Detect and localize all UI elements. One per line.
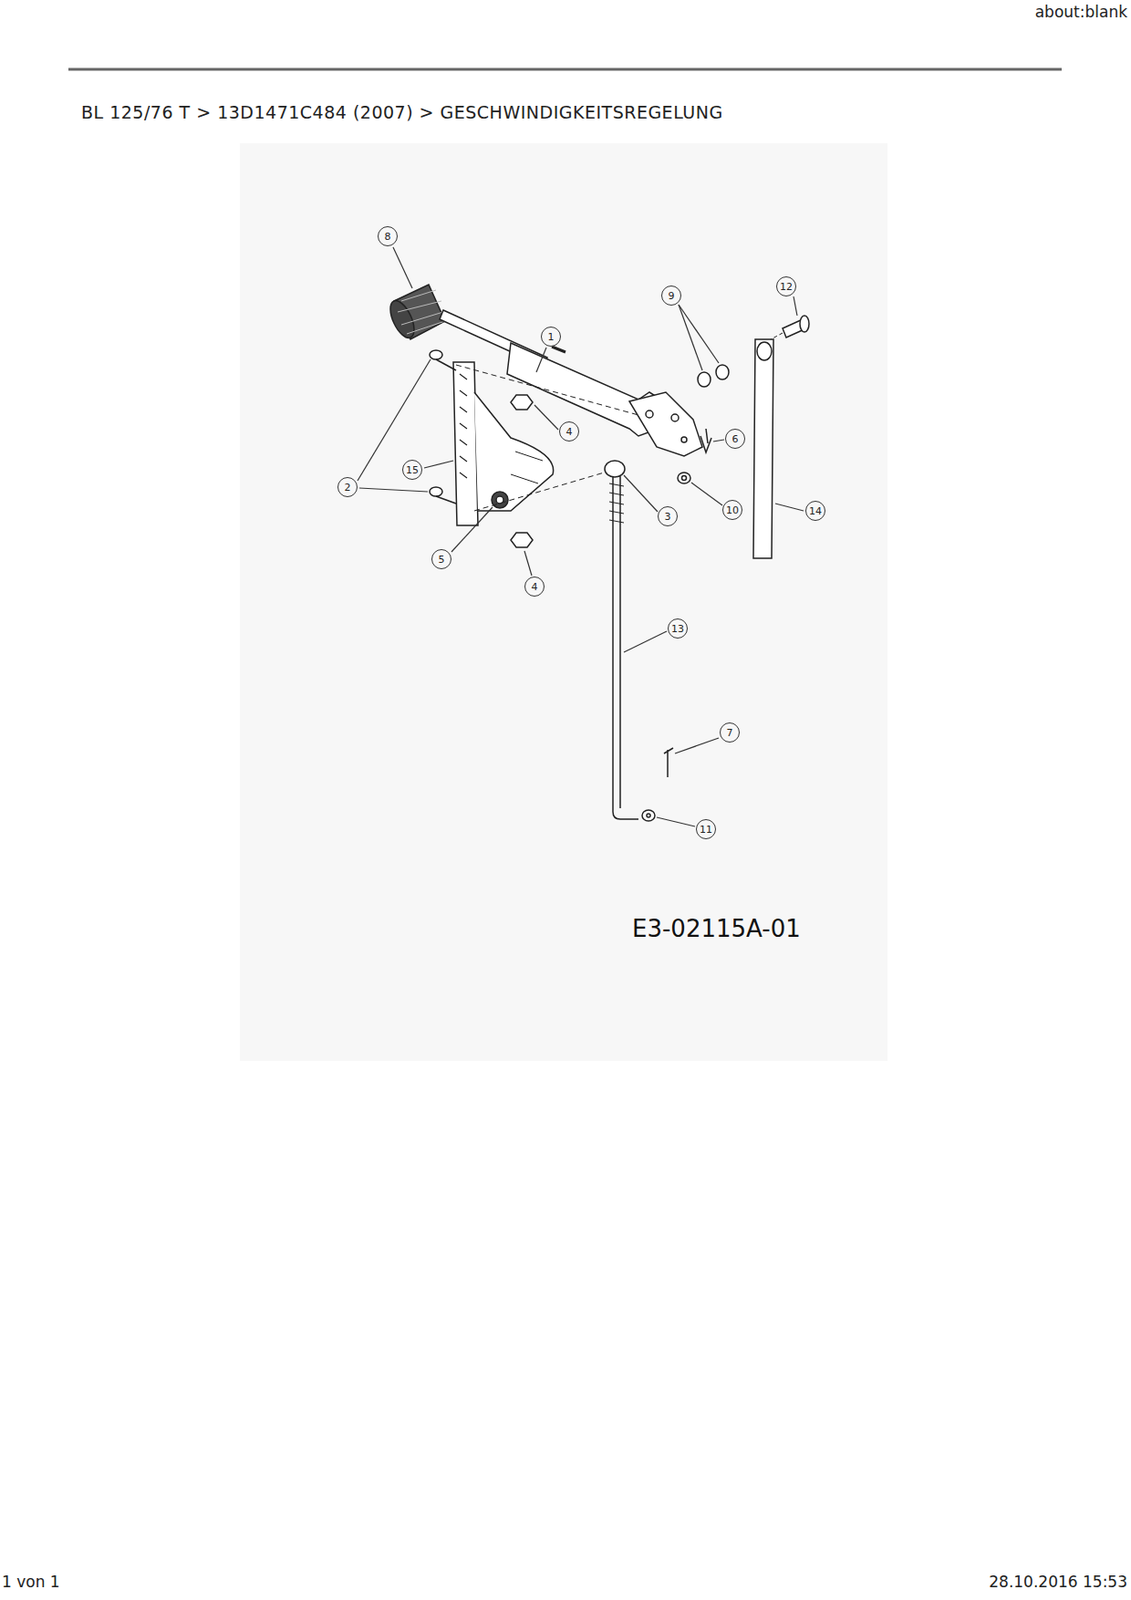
callout-number: 5 — [431, 549, 452, 570]
callout-number: 4 — [559, 421, 580, 442]
browser-header: about:blank — [1035, 2, 1128, 21]
callout-number: 12 — [776, 276, 797, 297]
callout-number: 4 — [524, 576, 545, 597]
page-title: BL 125/76 T > 13D1471C484 (2007) > GESCH… — [81, 102, 724, 123]
timestamp: 28.10.2016 15:53 — [988, 1572, 1128, 1591]
callout-number: 2 — [337, 477, 358, 498]
page-count: 1 von 1 — [1, 1572, 61, 1591]
callout-number: 15 — [402, 459, 423, 480]
callout-number: 11 — [695, 819, 716, 840]
callout-number: 8 — [377, 226, 398, 247]
callout-number: 14 — [805, 500, 826, 521]
callout-number: 9 — [661, 285, 682, 306]
callout-number: 10 — [722, 499, 743, 520]
drawing-code: E3-02115A-01 — [632, 914, 801, 943]
callout-number: 3 — [657, 506, 678, 527]
callout-number: 13 — [667, 618, 688, 639]
callout-number: 1 — [540, 326, 561, 347]
callout-number: 6 — [725, 428, 746, 449]
callout-number: 7 — [719, 722, 740, 743]
